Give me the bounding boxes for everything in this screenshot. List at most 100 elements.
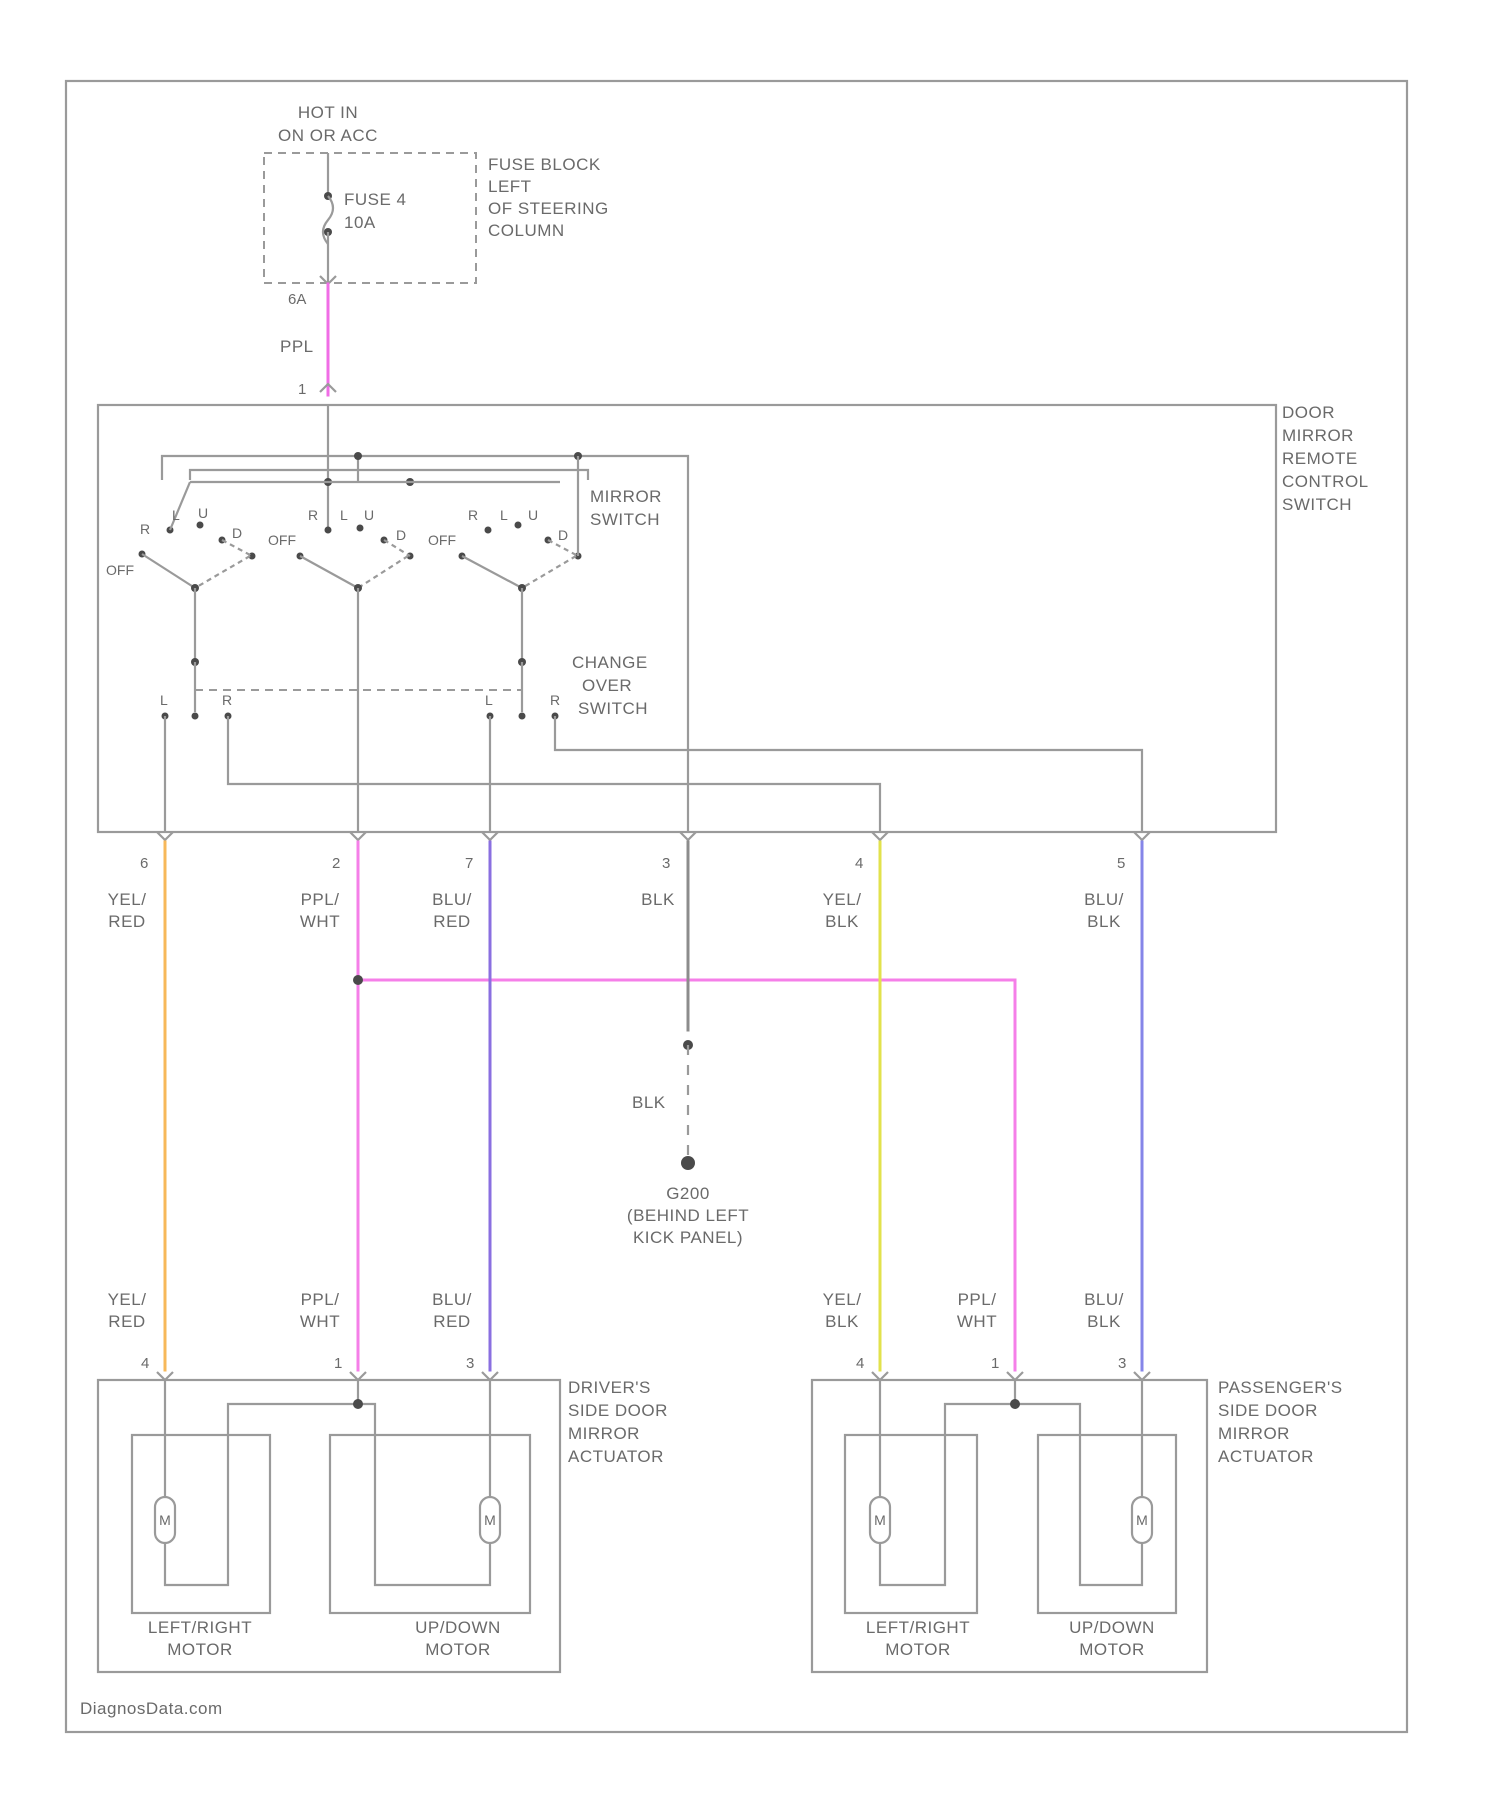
switch-pole-group-3 xyxy=(459,456,582,592)
driver-name-line4: ACTUATOR xyxy=(568,1447,664,1466)
switch-label-l-2: L xyxy=(340,507,348,523)
switch-label-r-2: R xyxy=(308,507,318,523)
driver-pin-chevron-0 xyxy=(157,1372,173,1380)
passenger-ud-motor-label-line2: MOTOR xyxy=(1079,1640,1144,1659)
driver-name-line2: SIDE DOOR xyxy=(568,1401,668,1420)
harness-pin-2: 7 xyxy=(465,855,473,872)
passenger-pin-color-2: BLU/BLK xyxy=(1084,1290,1124,1331)
driver-pin-1: 1 xyxy=(334,1355,342,1372)
switch-label-u-2: U xyxy=(364,507,374,523)
switch-label-r-1: R xyxy=(140,521,150,537)
changeover-out-blu-blk xyxy=(555,716,1142,832)
harness-color-0: YEL/RED xyxy=(108,890,147,931)
changeover-contact-m2 xyxy=(519,713,526,720)
harness-pin-1: 2 xyxy=(332,855,340,872)
changeover-label-line3: SWITCH xyxy=(578,699,648,718)
fuse-label-line2: 10A xyxy=(344,213,376,232)
changeover-contact-m1 xyxy=(192,713,199,720)
switch-label-l-3: L xyxy=(500,507,508,523)
switch-name-line5: SWITCH xyxy=(1282,495,1352,514)
harness-color-5: BLU/BLK xyxy=(1084,890,1124,931)
ground-label-line3: KICK PANEL) xyxy=(633,1228,743,1247)
passenger-name-line2: SIDE DOOR xyxy=(1218,1401,1318,1420)
harness-pin-5: 5 xyxy=(1117,855,1125,872)
changeover-label-line1: CHANGE xyxy=(572,653,648,672)
passenger-common-splice xyxy=(1010,1399,1020,1409)
passenger-lr-motor-label-line1: LEFT/RIGHT xyxy=(866,1618,970,1637)
switch-label-off-2: OFF xyxy=(268,532,296,548)
harness-chevron-2 xyxy=(482,832,498,840)
driver-ud-motor-loop xyxy=(358,1380,490,1585)
driver-pin-color-2: BLU/RED xyxy=(432,1290,472,1331)
changeover-label-l1: L xyxy=(160,692,168,708)
passenger-lr-motor-label-line2: MOTOR xyxy=(885,1640,950,1659)
driver-pin-color-0: YEL/RED xyxy=(108,1290,147,1331)
driver-pin-chevron-2 xyxy=(482,1372,498,1380)
passenger-pin-chevron-1 xyxy=(1007,1372,1023,1380)
harness-pin-0: 6 xyxy=(140,855,148,872)
harness-labels: 6YEL/RED2PPL/WHT7BLU/RED3BLK4YEL/BLK5BLU… xyxy=(108,855,1127,1372)
switch-name-line4: CONTROL xyxy=(1282,472,1369,491)
switch-label-u-1: U xyxy=(198,505,208,521)
driver-name-line1: DRIVER'S xyxy=(568,1378,651,1397)
passenger-ud-motor-label-line1: UP/DOWN xyxy=(1069,1618,1155,1637)
driver-pin-color-1: PPL/WHT xyxy=(300,1290,340,1331)
changeover-label-r2: R xyxy=(550,692,560,708)
changeover-label-r1: R xyxy=(222,692,232,708)
switch-label-off-3: OFF xyxy=(428,532,456,548)
mirror-switch-bus-middle xyxy=(190,470,588,480)
fuse-block-label-line2: LEFT xyxy=(488,177,532,196)
switch-label-r-3: R xyxy=(468,507,478,523)
harness-pin-3: 3 xyxy=(662,855,670,872)
harness-chevron-1 xyxy=(350,832,366,840)
driver-pin-chevron-1 xyxy=(350,1372,366,1380)
switch-label-d-3: D xyxy=(558,527,568,543)
switch-name-line2: MIRROR xyxy=(1282,426,1354,445)
driver-lr-motor-m: M xyxy=(159,1512,171,1528)
passenger-pin-1: 1 xyxy=(991,1355,999,1372)
harness-color-2: BLU/RED xyxy=(432,890,472,931)
passenger-leftright-motor-box xyxy=(845,1435,977,1613)
changeover-label-l2: L xyxy=(485,692,493,708)
driver-ud-motor-m: M xyxy=(484,1512,496,1528)
passenger-pin-chevron-2 xyxy=(1134,1372,1150,1380)
driver-lr-motor-label-line1: LEFT/RIGHT xyxy=(148,1618,252,1637)
harness-color-4: YEL/BLK xyxy=(823,890,862,931)
switch-label-u-3: U xyxy=(528,507,538,523)
ground-point xyxy=(681,1156,695,1170)
switch-label-d-1: D xyxy=(232,525,242,541)
driver-leftright-motor-box xyxy=(132,1435,270,1613)
changeover-label-line2: OVER xyxy=(582,676,632,695)
passenger-lr-motor-symbol: M xyxy=(870,1497,890,1543)
hot-label-line2: ON OR ACC xyxy=(278,126,378,145)
fuse-block-label-line3: OF STEERING xyxy=(488,199,609,218)
passenger-lr-motor-loop xyxy=(880,1380,1015,1585)
passenger-pin-0: 4 xyxy=(856,1355,864,1372)
mirror-switch-label-line2: SWITCH xyxy=(590,510,660,529)
fuse-connector-pin: 6A xyxy=(288,291,306,308)
harness-chevron-5 xyxy=(1134,832,1150,840)
driver-ud-motor-label-line1: UP/DOWN xyxy=(415,1618,501,1637)
switch-label-d-2: D xyxy=(396,527,406,543)
harness-color-1: PPL/WHT xyxy=(300,890,340,931)
ground-wire-color: BLK xyxy=(632,1093,666,1112)
harness-chevron-3 xyxy=(680,832,696,840)
driver-ud-motor-symbol: M xyxy=(480,1497,500,1543)
ground-label-line2: (BEHIND LEFT xyxy=(627,1206,749,1225)
fuse-block-label-line4: COLUMN xyxy=(488,221,565,240)
hot-label-line1: HOT IN xyxy=(298,103,358,122)
bus-junction-1 xyxy=(354,452,362,460)
passenger-ud-motor-loop xyxy=(1015,1380,1142,1585)
switch-name-line1: DOOR xyxy=(1282,403,1335,422)
ppl-feed-color: PPL xyxy=(280,337,314,356)
passenger-pin-2: 3 xyxy=(1118,1355,1126,1372)
driver-common-splice xyxy=(353,1399,363,1409)
passenger-pin-chevron-0 xyxy=(872,1372,888,1380)
passenger-name-line3: MIRROR xyxy=(1218,1424,1290,1443)
switch-label-l-1: L xyxy=(172,507,180,523)
passenger-updown-motor-box xyxy=(1038,1435,1176,1613)
harness-color-3: BLK xyxy=(641,890,675,909)
passenger-name-line4: ACTUATOR xyxy=(1218,1447,1314,1466)
harness-chevron-0 xyxy=(157,832,173,840)
